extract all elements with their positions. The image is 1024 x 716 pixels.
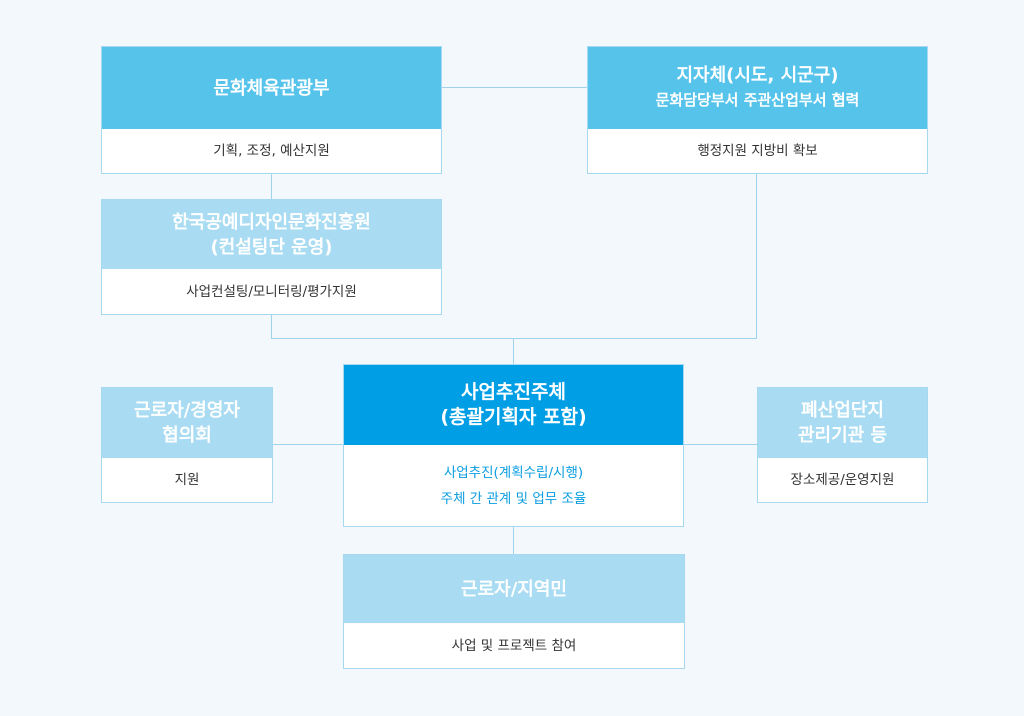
kcdf-box: 한국공예디자인문화진흥원 (컨설팅단 운영) 사업컨설팅/모니터링/평가지원 bbox=[101, 199, 442, 315]
box-title: 협의회 bbox=[162, 425, 212, 446]
box-title: 관리기관 등 bbox=[797, 425, 888, 446]
connector bbox=[271, 314, 272, 339]
box-title: 사업추진주체 bbox=[461, 381, 566, 403]
box-body: 사업컨설팅/모니터링/평가지원 bbox=[186, 283, 357, 300]
ministry-box: 문화체육관광부 기획, 조정, 예산지원 bbox=[101, 46, 442, 174]
box-title: 지자체(시도, 시군구) bbox=[676, 65, 839, 86]
box-body: 기획, 조정, 예산지원 bbox=[213, 143, 330, 159]
box-title: 폐산업단지 bbox=[801, 400, 884, 421]
connector bbox=[513, 338, 514, 364]
box-subtitle: 문화담당부서 주관산업부서 협력 bbox=[655, 91, 860, 109]
residents-box: 근로자/지역민 사업 및 프로젝트 참여 bbox=[343, 554, 685, 669]
box-body: 행정지원 지방비 확보 bbox=[697, 143, 818, 159]
box-title: 근로자/경영자 bbox=[134, 400, 240, 421]
box-body: 장소제공/운영지원 bbox=[790, 472, 895, 488]
local-gov-box: 지자체(시도, 시군구) 문화담당부서 주관산업부서 협력 행정지원 지방비 확보 bbox=[587, 46, 928, 174]
box-title: 한국공예디자인문화진흥원 bbox=[172, 211, 371, 233]
box-title: 문화체육관광부 bbox=[213, 77, 330, 99]
box-body: 지원 bbox=[174, 472, 200, 488]
box-body: 사업추진(계획수립/시행) bbox=[443, 464, 584, 481]
box-title: 근로자/지역민 bbox=[461, 578, 567, 600]
connector bbox=[271, 338, 757, 339]
connector bbox=[441, 87, 587, 88]
box-title: (총괄기획자 포함) bbox=[440, 406, 587, 428]
connector bbox=[756, 173, 757, 339]
main-box: 사업추진주체 (총괄기획자 포함) 사업추진(계획수립/시행) 주체 간 관계 및 … bbox=[343, 364, 684, 527]
connector bbox=[271, 173, 272, 199]
box-body: 주체 간 관계 및 업무 조율 bbox=[440, 490, 587, 507]
connector bbox=[513, 526, 514, 554]
box-title: (컨설팅단 운영) bbox=[210, 236, 333, 258]
box-body: 사업 및 프로젝트 참여 bbox=[451, 637, 577, 654]
